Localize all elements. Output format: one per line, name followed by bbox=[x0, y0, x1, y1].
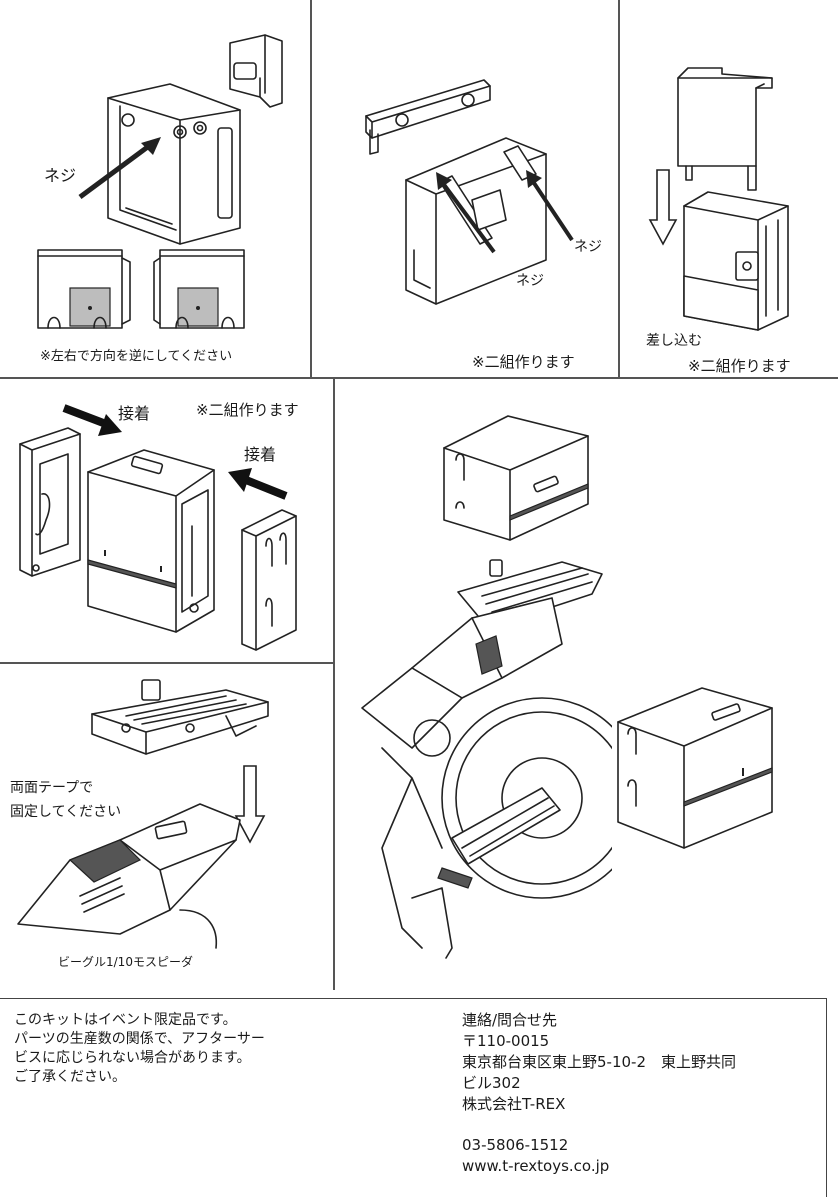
company-name: 株式会社T-REX bbox=[462, 1095, 566, 1113]
screw-label: ネジ bbox=[44, 166, 77, 185]
step3-top-part bbox=[672, 62, 782, 201]
step3-base bbox=[678, 186, 798, 340]
step4-note: ※二組作ります bbox=[196, 401, 299, 419]
bike-caption: ビーグル1/10モスピーダ bbox=[58, 955, 193, 969]
clip-part bbox=[229, 34, 283, 108]
insert-label: 差し込む bbox=[646, 333, 702, 349]
screw-label: ネジ bbox=[516, 273, 544, 289]
notice-line: ご了承ください。 bbox=[14, 1069, 126, 1085]
step1-left-part bbox=[34, 248, 134, 344]
divider bbox=[333, 378, 335, 990]
divider bbox=[310, 0, 312, 378]
bike-rear-illustration bbox=[10, 800, 250, 954]
motorcycle-illustration bbox=[352, 548, 643, 972]
step4-right-panel bbox=[236, 506, 306, 660]
website-url: www.t-rextoys.co.jp bbox=[462, 1157, 610, 1175]
glue-label: 接着 bbox=[244, 445, 277, 464]
case-side-illustration bbox=[612, 682, 782, 856]
step4-center-box bbox=[84, 446, 224, 640]
divider bbox=[0, 377, 838, 379]
divider bbox=[618, 0, 620, 378]
carrier-plate bbox=[86, 676, 276, 770]
tape-instruction-line1: 両面テープで bbox=[10, 780, 94, 796]
notice-line: このキットはイベント限定品です。 bbox=[14, 1012, 237, 1028]
down-arrow bbox=[234, 765, 266, 844]
right-arrow bbox=[62, 404, 122, 436]
notice-line: ビスに応じられない場合があります。 bbox=[14, 1050, 251, 1066]
step1-right-part bbox=[152, 248, 252, 344]
screw-label: ネジ bbox=[574, 239, 602, 255]
contact-title: 連絡/問合せ先 bbox=[462, 1011, 558, 1029]
glue-label: 接着 bbox=[118, 404, 151, 423]
footer-box bbox=[0, 998, 827, 1197]
postal-code: 〒110-0015 bbox=[462, 1032, 550, 1050]
step2-bracket bbox=[356, 68, 496, 162]
pointer-arrow bbox=[436, 172, 496, 254]
tape-instruction-line2: 固定してください bbox=[10, 804, 122, 820]
pointer-arrow bbox=[78, 137, 161, 200]
step1-box-illustration bbox=[80, 28, 300, 252]
phone-number: 03-5806-1512 bbox=[462, 1136, 569, 1154]
step3-note: ※二組作ります bbox=[688, 357, 791, 375]
pointer-arrow bbox=[526, 170, 574, 242]
step2-note: ※二組作ります bbox=[472, 353, 575, 371]
case-top-illustration bbox=[438, 408, 598, 552]
address-line: ビル302 bbox=[462, 1074, 521, 1092]
step4-left-panel bbox=[12, 424, 92, 588]
left-arrow bbox=[228, 468, 288, 500]
down-arrow bbox=[648, 169, 678, 246]
divider bbox=[0, 662, 334, 664]
notice-line: パーツの生産数の関係で、アフターサー bbox=[14, 1031, 265, 1047]
step1-note: ※左右で方向を逆にしてください bbox=[40, 349, 233, 364]
address-line: 東京都台東区東上野5-10-2 東上野共同 bbox=[462, 1053, 737, 1071]
